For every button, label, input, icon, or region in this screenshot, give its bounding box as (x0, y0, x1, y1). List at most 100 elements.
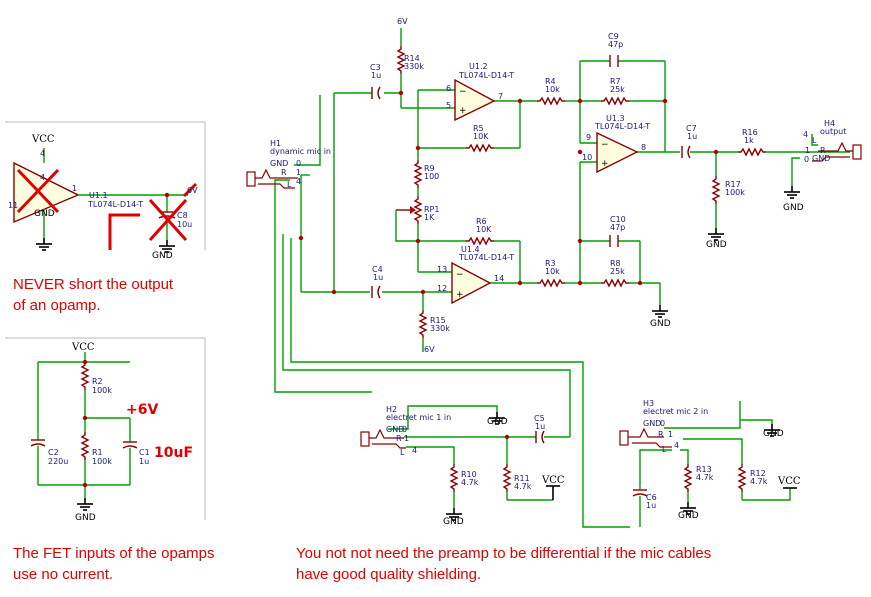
vcc-label-divider: VCC (71, 342, 95, 353)
r7-val: 25k (610, 85, 625, 94)
r8-symbol (600, 279, 630, 287)
c4-ref: C4 (372, 265, 383, 274)
u11-pin-1: 1 (72, 184, 77, 193)
h2-ref: H2 (386, 405, 397, 414)
r12-ref: R12 (750, 469, 766, 478)
short-output-line-2: of an opamp. (13, 297, 101, 314)
u14-ref: U1.4 (461, 245, 480, 254)
fet-line-1: The FET inputs of the opamps (13, 545, 215, 562)
h2-pin-4: 4 (412, 446, 417, 455)
c1-val: 1u (139, 457, 149, 466)
h4-gnd: GND (812, 154, 830, 163)
h4-pin-4: 4 (803, 130, 808, 139)
r13-symbol (684, 463, 692, 493)
c7-ref: C7 (686, 124, 697, 133)
r8-val: 25k (610, 267, 625, 276)
fet-inputs-note: The FET inputs of the opamps use no curr… (13, 543, 215, 585)
left-example-outline (5, 121, 206, 520)
c5-val: 1u (535, 422, 545, 431)
u14-pin-12: 12 (437, 284, 447, 293)
vcc-label-r11: VCC (541, 475, 565, 486)
connector-labels: H1 dynamic mic in GND 0 R 1 L 4 H2 elect… (270, 119, 846, 457)
component-labels: R14 330k C3 1u U1.2 TL074L-D14-T 6 5 7 R… (370, 32, 768, 510)
h3-ref: H3 (643, 399, 654, 408)
r2-ref: R2 (92, 377, 103, 386)
r5-ref: R5 (473, 124, 484, 133)
r16-symbol (737, 148, 767, 156)
r13-ref: R13 (696, 465, 712, 474)
c7-val: 1u (687, 132, 697, 141)
c10-val: 47p (610, 223, 625, 232)
h3-name: electret mic 2 in (643, 407, 708, 416)
r6-symbol (465, 237, 495, 245)
c1-10uf-annotation: 10uF (154, 445, 193, 461)
u12-part: TL074L-D14-T (458, 71, 514, 80)
r16-val: 1k (744, 136, 754, 145)
c6-ref: C6 (646, 493, 657, 502)
svg-text:−: − (456, 270, 464, 280)
fet-line-2: use no current. (13, 566, 114, 583)
gnd-label-r13: GND (678, 511, 699, 521)
svg-text:−: − (459, 87, 467, 97)
r12-symbol (738, 463, 746, 493)
r16-ref: R16 (742, 128, 758, 137)
c8-val: 10u (177, 220, 192, 229)
v6-label-top: 6V (397, 17, 408, 26)
h3-pin-4: 4 (674, 441, 679, 450)
plus-6v-annotation: +6V (126, 402, 158, 418)
h1-pin-4: 4 (296, 177, 301, 186)
h3-pin-0: 0 (660, 419, 665, 428)
r3-ref: R3 (545, 259, 556, 268)
r7-ref: R7 (610, 77, 621, 86)
opamp-u12-symbol (454, 78, 496, 122)
opamp-u11-symbol (13, 161, 80, 224)
r2-val: 100k (92, 386, 112, 395)
h2-gnd: GND (386, 425, 404, 434)
r17-symbol (712, 175, 720, 205)
h1-jack-symbol (246, 171, 256, 187)
partial-6v-label: 6V (187, 186, 198, 195)
u13-pin-10: 10 (582, 153, 592, 162)
c10-ref: C10 (610, 215, 626, 224)
r1-symbol (81, 431, 89, 461)
r6-ref: R6 (476, 217, 487, 226)
gnd-label-divider: GND (75, 513, 96, 523)
differential-line-2: have good quality shielding. (296, 566, 482, 583)
u11-ref: U1.1 (89, 191, 108, 200)
h4-name: output (820, 127, 846, 136)
r5-symbol (465, 144, 495, 152)
r3-symbol (536, 279, 566, 287)
r17-val: 100k (725, 188, 745, 197)
gnd-label-h2: GND (487, 417, 508, 427)
gnd-label-r8: GND (650, 319, 671, 329)
r10-symbol (450, 463, 458, 493)
h3-jack-symbol (619, 430, 629, 446)
r3-val: 10k (545, 267, 560, 276)
u13-pin-9: 9 (586, 133, 591, 142)
c3-ref: C3 (370, 63, 381, 72)
r4-val: 10k (545, 85, 560, 94)
rp1-val: 1K (424, 213, 435, 222)
h1-ref: H1 (270, 139, 281, 148)
r15-symbol (419, 309, 427, 339)
h4-ref: H4 (824, 119, 835, 128)
r15-ref: R15 (430, 316, 446, 325)
gnd-label-h3: GND (763, 429, 784, 439)
h1-pin-0: 0 (296, 159, 301, 168)
h2-jack-symbol (360, 431, 370, 447)
u11-part: TL074L-D14-T (87, 200, 143, 209)
c6-val: 1u (646, 501, 656, 510)
opamp-u14-symbol (451, 261, 492, 305)
vcc-label-r12: VCC (777, 476, 801, 487)
h4-pin-1: 1 (805, 146, 810, 155)
r14-ref: R14 (404, 54, 420, 63)
gnd-label-r17: GND (706, 240, 727, 250)
c2-ref: C2 (48, 448, 59, 457)
r11-val: 4.7k (514, 482, 532, 491)
r8-ref: R8 (610, 259, 621, 268)
r7-symbol (600, 97, 630, 105)
cross-mark-6v (182, 182, 198, 198)
svg-text:+: + (601, 159, 609, 169)
r10-val: 4.7k (461, 478, 479, 487)
